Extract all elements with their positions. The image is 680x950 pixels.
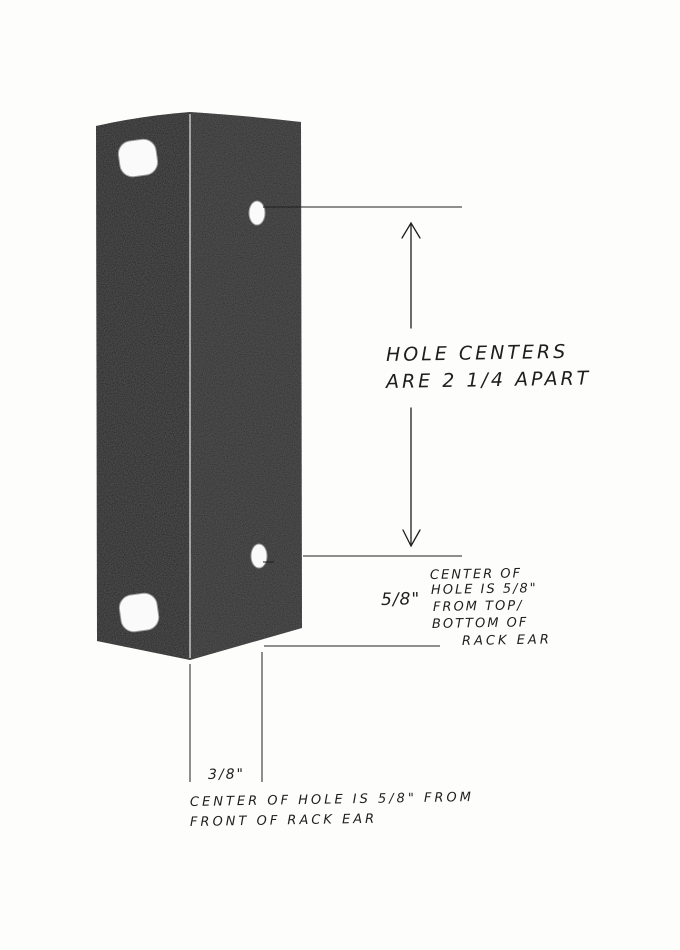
vertical-note-line3: FROM TOP/ — [432, 598, 524, 615]
rack-ear-side-face — [190, 112, 302, 660]
vertical-note-line4: BOTTOM OF — [431, 615, 529, 632]
top-mounting-slot — [117, 138, 159, 178]
rack-ear-front-face — [96, 112, 190, 660]
vertical-note-line2: HOLE IS 5/8" — [430, 581, 538, 598]
upper-side-hole — [248, 200, 266, 226]
vertical-note-line1: CENTER OF — [429, 566, 523, 583]
hole-spacing-label-line1: HOLE CENTERS — [385, 340, 569, 366]
lower-arrowhead — [402, 529, 421, 548]
lower-side-hole — [250, 543, 268, 569]
hole-spacing-label-line2: ARE 2 1/4 APART — [385, 367, 592, 393]
vertical-note-line5: RACK EAR — [461, 632, 552, 649]
vertical-offset-dimension: 5/8" — [380, 589, 421, 610]
upper-arrowhead — [401, 221, 421, 239]
horizontal-offset-dimension: 3/8" — [207, 766, 246, 783]
bottom-mounting-slot — [118, 592, 160, 633]
